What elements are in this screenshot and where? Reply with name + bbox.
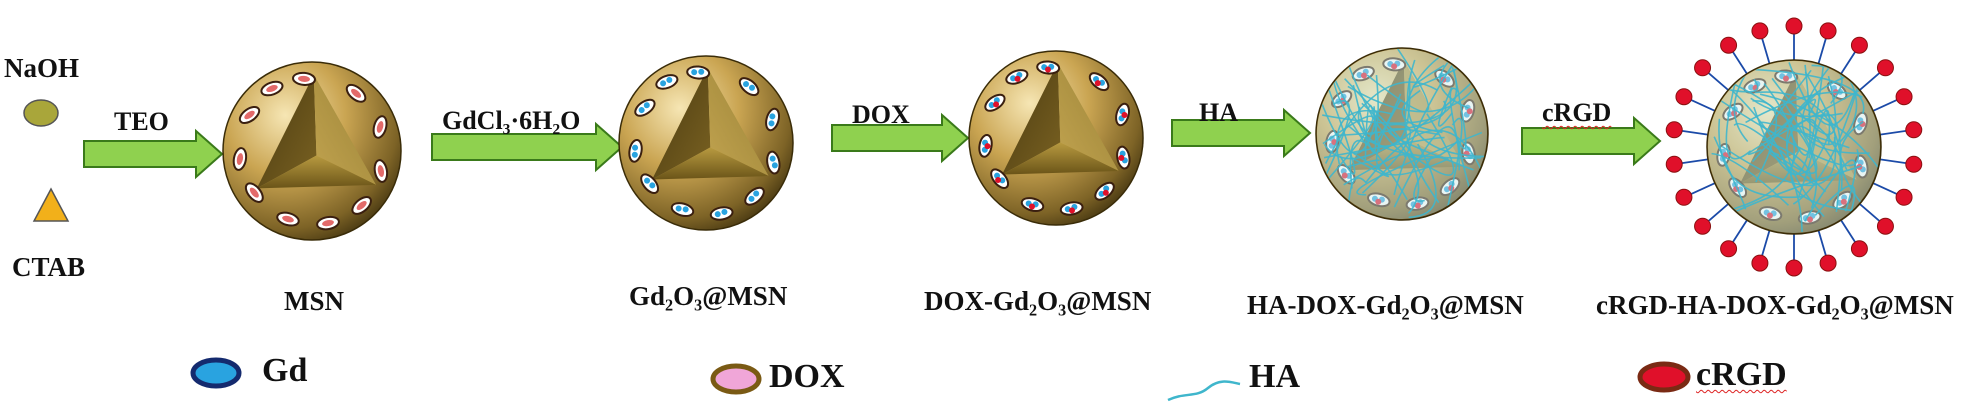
crgd-ligand (1694, 59, 1712, 77)
nanoparticle-gd (618, 55, 794, 231)
ha-coating (1317, 49, 1487, 219)
pore (628, 138, 643, 163)
legend-label-dox: DOX (769, 358, 845, 395)
pore (292, 71, 316, 86)
crgd-ligand (1850, 240, 1868, 258)
step-label-ha: HA (1199, 98, 1238, 127)
product-label-dox-gd2o3-msn: DOX-Gd₂O₃@MSN (924, 286, 1152, 316)
crgd-ligand (1850, 36, 1868, 54)
nanoparticle-dox (968, 50, 1144, 226)
legend-ha-icon (1167, 380, 1241, 402)
crgd-ligand (1905, 155, 1923, 173)
step-label-dox: DOX (852, 100, 910, 129)
legend-label-ha: HA (1249, 358, 1300, 395)
step-label-crgd: cRGD (1542, 98, 1612, 127)
reaction-arrow (83, 128, 224, 180)
pore (634, 98, 656, 117)
nanoparticle-crgd (1665, 17, 1923, 277)
crgd-ligand (1785, 259, 1803, 277)
crgd-ligand (1665, 121, 1683, 139)
reaction-arrow (431, 121, 624, 173)
pore (1367, 192, 1391, 208)
pore (238, 105, 261, 124)
pore (244, 182, 264, 203)
crgd-ligand (1876, 217, 1894, 235)
pore (766, 150, 781, 175)
nanoparticle-empty (222, 61, 402, 241)
product-label-gd2o3-msn: Gd₂O₃@MSN (629, 281, 788, 311)
pore (670, 202, 695, 218)
pore (765, 107, 781, 132)
crgd-ligand (1819, 254, 1837, 272)
crgd-ligand (1751, 22, 1769, 40)
step-label-teo: TEO (114, 107, 169, 136)
crgd-ligand (1819, 22, 1837, 40)
pore (655, 74, 679, 90)
pore (260, 80, 284, 97)
pore (1758, 206, 1783, 222)
ha-coating (1708, 61, 1880, 233)
crgd-ligand (1694, 217, 1712, 235)
crgd-ligand (1675, 88, 1693, 106)
reaction-arrow (831, 112, 970, 164)
nanoparticle-ha (1315, 47, 1489, 221)
pore (709, 206, 734, 221)
pore (1036, 60, 1061, 75)
pore (1005, 69, 1029, 85)
pore (373, 159, 389, 183)
crgd-ligand (1665, 155, 1683, 173)
crgd-ligand (1785, 17, 1803, 35)
pore (990, 168, 1010, 189)
ctab-icon (32, 187, 70, 222)
step-label-gdcl3: GdCl₃·6H₂O (442, 106, 581, 135)
crgd-ligand (1720, 240, 1738, 258)
pore (345, 83, 367, 103)
pore (1020, 197, 1045, 213)
pore (744, 186, 765, 206)
legend-crgd-icon (1637, 361, 1691, 393)
legend-label-crgd: cRGD (1696, 356, 1787, 393)
crgd-ligand (1895, 88, 1913, 106)
product-label-crgd-ha-dox-gd2o3-msn: cRGD-HA-DOX-Gd₂O₃@MSN (1596, 290, 1954, 320)
pore (1094, 181, 1115, 201)
pore (1115, 102, 1131, 127)
crgd-ligand (1751, 254, 1769, 272)
crgd-ligand (1876, 59, 1894, 77)
pore (978, 133, 993, 158)
pore (1116, 145, 1131, 170)
pore (1382, 57, 1407, 72)
pore (232, 147, 248, 171)
pore (372, 115, 388, 139)
pore (686, 65, 711, 80)
pore (316, 215, 340, 231)
naoh-label: NaOH (4, 53, 80, 83)
crgd-ligand (1895, 188, 1913, 206)
ctab-label: CTAB (12, 252, 86, 282)
legend-label-gd: Gd (262, 352, 308, 389)
crgd-ligand (1720, 36, 1738, 54)
reaction-arrow (1521, 115, 1662, 167)
legend-dox-icon (710, 363, 762, 395)
crgd-ligand (1905, 121, 1923, 139)
pore (351, 196, 372, 215)
product-label-ha-dox-gd2o3-msn: HA-DOX-Gd₂O₃@MSN (1247, 290, 1524, 320)
pore (1059, 201, 1084, 216)
crgd-ligand (1675, 188, 1693, 206)
naoh-icon (23, 99, 59, 127)
product-label-msn: MSN (284, 286, 344, 316)
nanoparticles (222, 17, 1923, 277)
pore (276, 211, 300, 227)
reaction-arrow (1171, 107, 1312, 159)
pore (738, 77, 760, 97)
reaction-arrows (83, 107, 1662, 180)
pore (640, 173, 660, 194)
pore (984, 93, 1006, 112)
pore (1088, 72, 1110, 92)
legend-gd-icon (190, 357, 242, 389)
